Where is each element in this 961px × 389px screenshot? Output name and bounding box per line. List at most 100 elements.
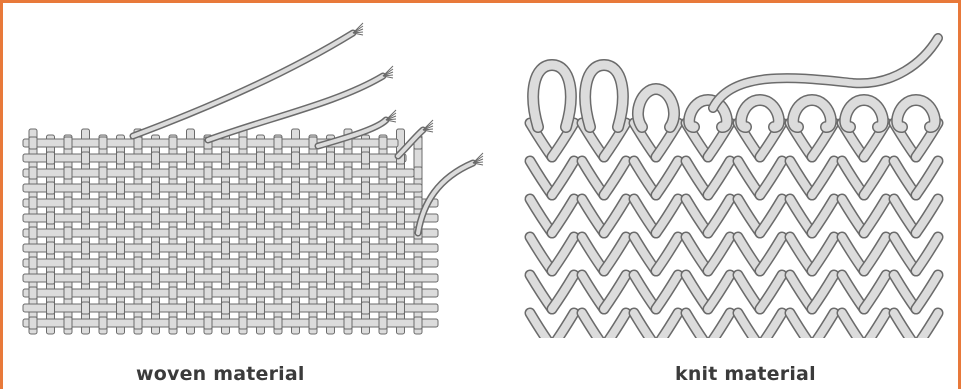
knit-leg-right-core [916,199,938,233]
warp-over [379,197,387,209]
knit-stitch-group [530,65,938,338]
knit-leg-left-core [686,161,708,195]
warp-over [222,242,230,254]
knit-leg-right-core [604,237,626,271]
warp-over [47,212,55,224]
knit-leg-left-core [790,199,812,233]
warp-over [257,152,265,164]
warp-over [134,257,142,269]
warp-over [82,182,90,194]
warp-over [379,317,387,329]
warp-over [169,197,177,209]
warp-over [397,302,405,314]
warp-over [414,257,422,269]
warp-over [222,152,230,164]
warp-over [397,212,405,224]
warp-over [292,242,300,254]
warp-over [29,317,37,329]
woven-caption: woven material [136,363,305,385]
knit-leg-right-core [864,161,886,195]
warp-over [327,242,335,254]
warp-over [29,257,37,269]
knit-leg-right-core [708,199,730,233]
warp-over [64,287,72,299]
warp-over [379,287,387,299]
warp-over [344,167,352,179]
knit-leg-right-core [552,161,574,195]
weft-thread [23,319,438,327]
knit-leg-right-core [552,199,574,233]
warp-over [292,272,300,284]
warp-over [152,302,160,314]
knit-leg-right-core [656,275,678,309]
knit-top-loop-core [897,100,935,127]
loose-thread [133,33,353,136]
woven-weave-group [23,129,438,334]
warp-over [362,272,370,284]
warp-over [327,302,335,314]
knit-leg-left-core [530,161,552,195]
warp-over [204,197,212,209]
warp-over [379,137,387,149]
knit-leg-left-core [530,199,552,233]
warp-over [117,212,125,224]
knit-leg-right-core [708,161,730,195]
knit-leg-left-core [686,275,708,309]
warp-over [344,287,352,299]
warp-over [187,242,195,254]
warp-over [292,302,300,314]
warp-over [152,182,160,194]
warp-over [204,287,212,299]
warp-over [99,227,107,239]
warp-over [274,167,282,179]
warp-over [134,167,142,179]
knit-leg-right-core [864,199,886,233]
warp-over [99,257,107,269]
warp-over [414,287,422,299]
warp-over [397,272,405,284]
warp-over [362,212,370,224]
warp-over [257,212,265,224]
warp-over [397,242,405,254]
warp-over [64,167,72,179]
knit-leg-right-core [760,161,782,195]
warp-over [152,272,160,284]
weft-thread [23,169,414,177]
warp-over [239,167,247,179]
warp-over [344,317,352,329]
knit-leg-right-core [604,161,626,195]
knit-top-loop-core [793,100,831,127]
warp-over [292,152,300,164]
knit-leg-left-core [790,161,812,195]
knit-leg-left-core [634,199,656,233]
knit-leg-right-core [708,237,730,271]
knit-leg-left-core [842,237,864,271]
warp-over [82,302,90,314]
warp-over [379,167,387,179]
warp-over [47,272,55,284]
knit-leg-left-core [738,275,760,309]
warp-over [274,257,282,269]
warp-over [99,317,107,329]
warp-over [362,242,370,254]
knit-leg-right-core [708,275,730,309]
warp-over [134,197,142,209]
warp-over [239,197,247,209]
woven-fabric-illustration [18,18,488,348]
warp-over [239,227,247,239]
knit-leg-left-core [738,161,760,195]
warp-over [222,302,230,314]
warp-over [64,227,72,239]
knit-leg-left-core [582,275,604,309]
knit-leg-right-core [812,237,834,271]
knit-leg-right-core [916,275,938,309]
warp-over [239,137,247,149]
warp-over [47,182,55,194]
warp-over [47,242,55,254]
warp-over [344,257,352,269]
warp-over [344,227,352,239]
weft-thread [23,259,438,267]
warp-over [257,302,265,314]
warp-over [222,212,230,224]
knit-leg-left-core [842,275,864,309]
